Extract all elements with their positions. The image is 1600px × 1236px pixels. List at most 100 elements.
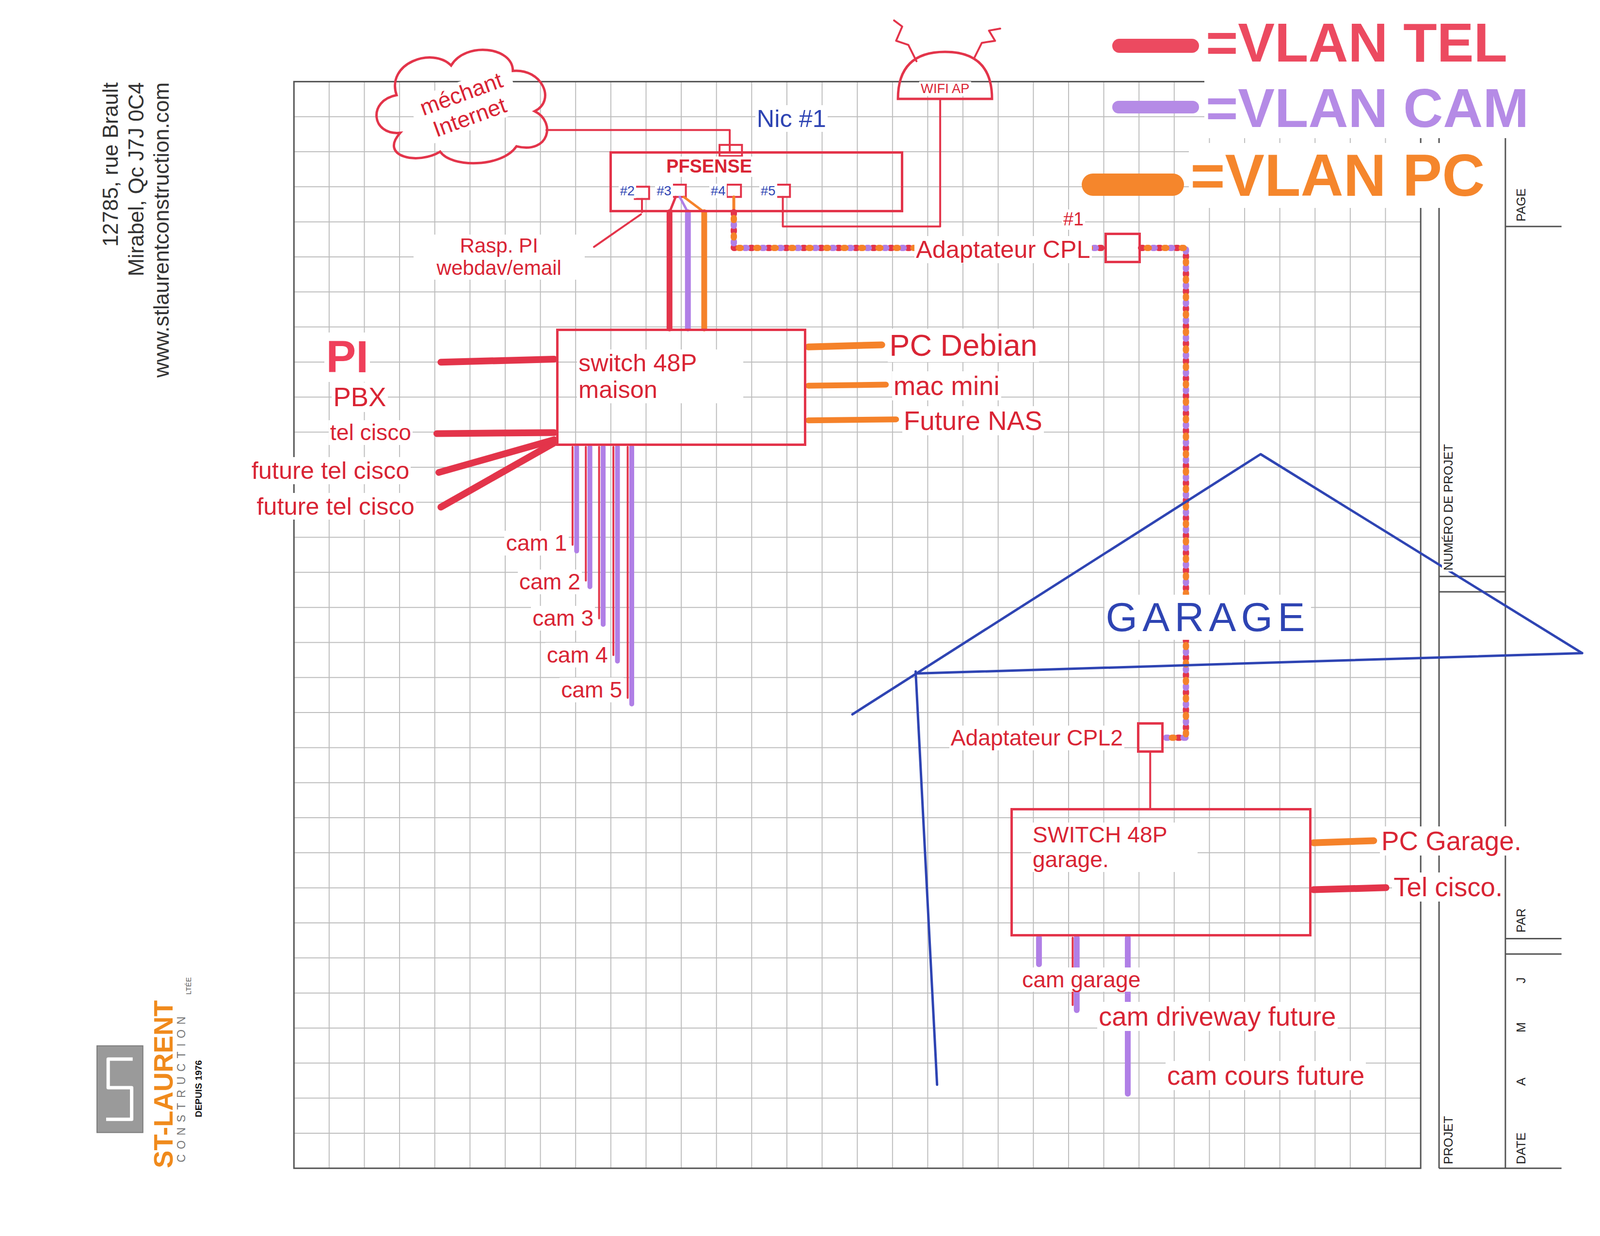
grid-line [293, 922, 1421, 924]
grid-line [293, 1098, 1421, 1100]
title-block-label: A [1514, 1076, 1529, 1088]
antenna [894, 20, 917, 62]
grid-line [293, 501, 1421, 503]
grid-line [716, 81, 718, 1169]
grid-line [363, 81, 365, 1169]
switch-box: switch 48P maison [556, 328, 807, 447]
node-text: #1 [1061, 209, 1086, 230]
grid-line [293, 641, 1421, 643]
grid-line [293, 747, 1421, 749]
garage-building: GARAGE Adaptateur CPL2SWITCH 48P garage. [852, 454, 1583, 1088]
website-line: www.stlaurentconstruction.com [149, 81, 174, 379]
antenna [974, 28, 1001, 58]
address-line: 12785, rue Brault [98, 81, 123, 248]
device-label: PC Garage. [1379, 826, 1523, 856]
node-text: switch 48P maison [576, 349, 744, 404]
address-line: Mirabel, Qc J7J 0C4 [124, 81, 149, 278]
node-text: GARAGE [1104, 594, 1312, 640]
title-block-label: J [1514, 976, 1529, 986]
wifi-antennas [894, 20, 1001, 62]
legend-swatch [1081, 173, 1184, 196]
port-number: #3 [655, 183, 673, 199]
pc-vlan-cable [1313, 841, 1374, 844]
port-number: #4 [709, 183, 727, 199]
title-block-line [1439, 1168, 1562, 1170]
device-label: PC Debian [887, 328, 1039, 363]
legend-text: =VLAN TEL [1204, 12, 1509, 73]
cam-vlan-cable [629, 447, 635, 704]
grid-line [680, 81, 682, 1169]
legend-swatch [1112, 100, 1200, 113]
grid-line [399, 81, 400, 1169]
network-cable [701, 212, 707, 329]
title-block-line [1439, 591, 1506, 593]
camera-label: cam garage [1020, 967, 1142, 993]
cam-vlan-cable [574, 447, 579, 552]
connectors [546, 99, 1186, 809]
switch-box: SWITCH 48P garage. [1010, 808, 1312, 937]
network-cable [685, 212, 691, 329]
camera-label: cam 4 [545, 642, 610, 668]
grid-line [293, 957, 1421, 959]
logo-suffix: LTÉE [184, 976, 193, 997]
node-text: méchant Internet [407, 64, 524, 147]
cloud-shape [376, 49, 547, 163]
network-cable [546, 129, 730, 151]
grid-line [751, 81, 752, 1169]
camera-label: cam 3 [530, 606, 595, 631]
title-block [1439, 81, 1562, 1169]
camera-label: cam 5 [559, 677, 624, 703]
device-label: PI [324, 332, 370, 383]
grid-line [293, 1133, 1421, 1135]
device-label: Tel cisco. [1392, 872, 1504, 902]
grid-line [293, 887, 1421, 889]
leader-line [593, 214, 641, 247]
device-label: future tel cisco [255, 493, 416, 521]
cam-vlan-cable [584, 447, 587, 581]
cam-vlan-cable [612, 447, 615, 656]
grid-line [293, 537, 1421, 539]
port-number: #5 [759, 183, 777, 199]
nic-port [726, 184, 741, 197]
grid-line [293, 992, 1421, 994]
legend-text: =VLAN PC [1188, 143, 1487, 208]
powerline-adapter: Adaptateur CPL#1 [1104, 232, 1142, 264]
garage-outline-line [915, 653, 1583, 674]
camera-label: cam driveway future [1097, 1002, 1338, 1032]
tel-vlan-cable [436, 432, 555, 434]
logo-since: DEPUIS 1976 [193, 1059, 205, 1119]
pc-vlan-cable [808, 384, 886, 386]
nic-port [634, 186, 649, 199]
firewall-box: PFSENSE [609, 151, 904, 213]
tel-vlan-cable [440, 359, 555, 363]
nic-label: Nic #1 [755, 105, 828, 133]
device-label: tel cisco [328, 420, 413, 446]
grid-line [821, 81, 823, 1169]
title-block-line [1438, 81, 1440, 1169]
grid-line [293, 326, 1421, 328]
title-block-label: M [1514, 1021, 1529, 1034]
garage-outline-line [915, 671, 937, 1086]
title-block-label: DATE [1514, 1131, 1529, 1166]
nic-port [671, 184, 686, 197]
device-label: PBX [331, 382, 388, 412]
camera-label: cam 1 [504, 530, 569, 556]
grid-line [293, 221, 1421, 223]
camera-label: cam cours future [1165, 1061, 1367, 1091]
grid-line [645, 81, 647, 1169]
wifi-access-point: WIFI AP [896, 50, 994, 100]
dome-shape [897, 51, 992, 99]
device-label: mac mini [892, 371, 1002, 401]
grid-line [293, 572, 1421, 574]
grid-line [892, 81, 894, 1169]
title-block-line [1505, 953, 1562, 956]
grid-line [293, 396, 1421, 398]
node-text: Adaptateur CPL2 [949, 725, 1125, 751]
grid-line [1385, 81, 1387, 1169]
tel-vlan-cable [440, 443, 555, 508]
grid-line [293, 782, 1421, 784]
device-cables [436, 344, 1387, 1094]
node-text: Adaptateur CPL [914, 236, 1092, 264]
cam-vlan-cable [1036, 937, 1042, 965]
grid-line [1349, 81, 1351, 1169]
